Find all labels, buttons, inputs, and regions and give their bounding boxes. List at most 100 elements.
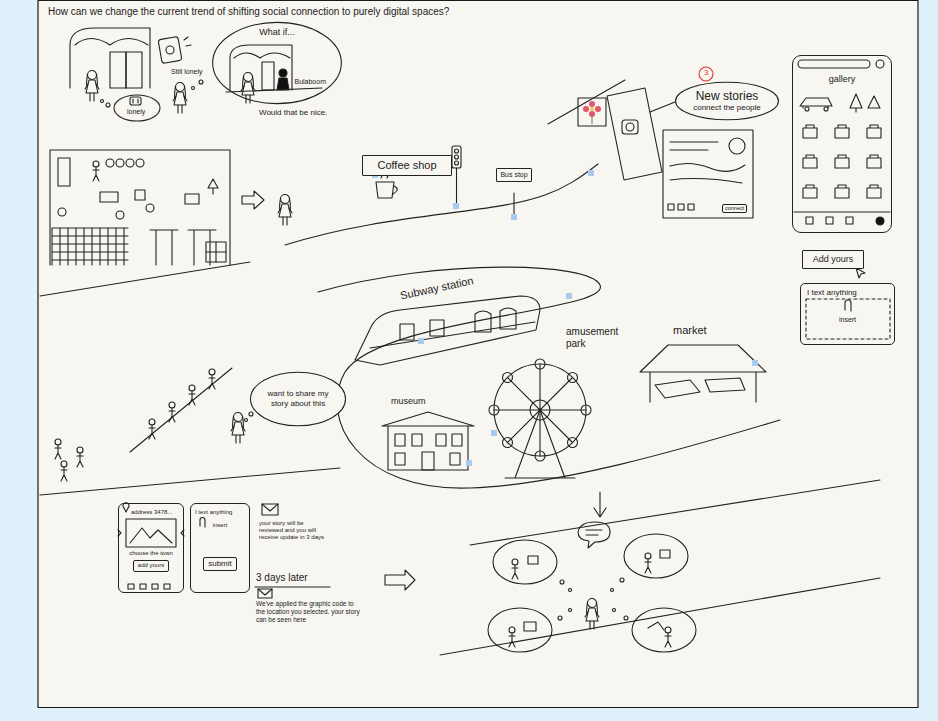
crowd-sketch [55,439,61,459]
flow-arrow [242,191,264,209]
connection-scene [645,553,651,573]
floor-plan-sketch [135,190,145,200]
floor-plan-sketch [185,194,199,204]
submit-flow-sketch [128,584,134,589]
node-text: What if... [259,27,295,38]
dream-scene [226,45,322,103]
connection-scene [624,616,628,620]
storefront-scene [158,36,182,63]
storefront-scene [110,52,126,88]
dream-scene [234,53,290,58]
node-text: insert [213,522,228,529]
crowd-sketch [55,368,253,481]
story-app-sketch [622,120,638,134]
floor-plan-sketch [206,242,226,262]
market-tent [640,345,766,402]
storefront-scene [106,103,110,107]
phone-screen: I text anythinginsertsubmit [190,503,250,593]
floor-plan-sketch [146,204,154,212]
connection-scene [440,480,880,655]
location-marker [466,460,472,466]
storefront-scene [166,46,174,54]
gallery-sketch [846,217,853,224]
storefront-scene [192,87,195,90]
storefront-scene [184,37,191,46]
story-app-sketch [626,123,634,131]
location-marker [752,360,758,366]
connection-scene [512,559,518,579]
street-scene [456,168,457,208]
speech-bubble: New storiesconnect the people [675,82,779,120]
node-text: choose the town [129,550,173,557]
connection-scene [493,540,557,584]
floor-plan-sketch [58,158,70,186]
node-text: connect the people [693,103,761,113]
floor-plan-sketch [136,159,144,167]
crowd-sketch [249,412,253,416]
gallery-sketch [803,155,817,168]
thought-bubble-outline [250,372,345,425]
place-label: museum [390,396,427,407]
connection-scene [558,616,562,620]
gallery-sketch [803,125,817,138]
button-box: Add yours [802,250,864,269]
message-text: your story will be reviewed and you will… [258,520,326,542]
floor-plan-sketch [52,228,128,265]
museum-building [382,412,474,470]
ferris-wheel [581,405,591,415]
street-scene [452,146,461,168]
place-label: market [672,324,708,337]
connection-scene [665,627,671,647]
connection-scene [440,480,880,655]
notification-badge: 3 [703,68,709,78]
connection-scene [632,608,696,652]
submit-flow-sketch [262,504,278,515]
node-text: insert [839,316,856,324]
crowd-sketch [231,413,245,444]
location-marker [566,293,572,299]
time-note: 3 days later [255,572,309,584]
connection-scene [569,609,572,612]
ferris-wheel [535,451,545,461]
ferris-wheel [568,373,578,383]
connection-scene [611,589,614,592]
storefront-scene [133,99,138,103]
flow-arrow [242,191,264,209]
location-marker [453,203,459,209]
gallery-sketch [876,60,884,68]
road [548,80,625,124]
gallery-sketch [805,107,809,111]
storefront-scene [126,52,142,88]
story-app-sketch [589,101,595,107]
dream-scene [277,78,289,90]
story-app-sketch [663,130,753,218]
node-text: Bus stop [500,171,527,179]
ferris-wheel [489,405,499,415]
node-text: New stories [696,89,759,103]
input-box: I text anythinginsert [800,283,895,345]
submit-flow-sketch [118,528,184,543]
crowd-sketch [130,368,232,452]
connection-scene [488,608,552,652]
submit-flow-sketch [258,589,272,595]
shop-sign: Coffee shop [362,155,452,176]
place-label: Subway station [398,274,476,303]
thought-text: lonely [126,108,146,116]
story-app-sketch [578,98,606,126]
story-app-sketch [699,67,713,81]
storefront-scene [173,83,187,114]
road [40,262,250,296]
connection-scene [585,599,599,630]
connection-scene [648,622,664,630]
paper-sheet [38,1,918,708]
paper-sheet [38,1,918,708]
museum-building [395,453,405,465]
gallery-sketch [803,185,817,198]
gallery-sketch [794,211,890,212]
node-text: add yours [133,560,169,571]
dream-scene [241,73,255,104]
ferris-wheel [489,359,591,478]
gallery-sketch [800,98,832,108]
street-scene [278,146,514,225]
